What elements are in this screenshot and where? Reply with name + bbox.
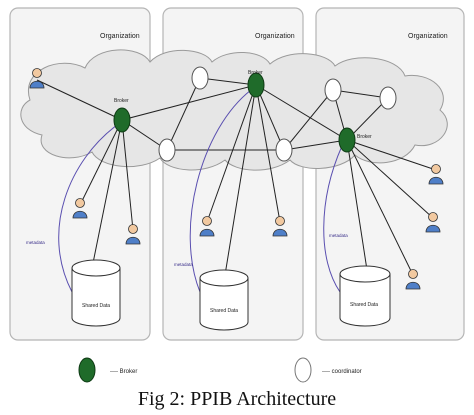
organization-title-3: Organization [408, 33, 448, 40]
coordinator-node [379, 86, 397, 110]
user-icon [425, 212, 441, 233]
figure-caption: Fig 2: PPIB Architecture [137, 388, 337, 410]
user-icon [125, 224, 141, 245]
user-icon [72, 198, 88, 219]
broker-node-3 [338, 127, 356, 153]
shared-data-2: Shared Data [199, 269, 249, 331]
coordinator-node [191, 66, 209, 90]
legend-broker-symbol [78, 357, 96, 383]
shared-data-3: Shared Data [339, 265, 391, 327]
coordinator-node [275, 138, 293, 162]
legend-coordinator-symbol [294, 357, 312, 383]
user-icon [272, 216, 288, 237]
ppib-architecture-diagram: Organization Organization Organization [9, 7, 465, 383]
database-label-2: Shared Data [210, 308, 238, 314]
metadata-links [58, 89, 343, 293]
database-label-3: Shared Data [350, 302, 378, 308]
organization-title-1: Organization [100, 33, 140, 40]
user-icon [428, 164, 444, 185]
legend-broker-label: ---- Broker [110, 369, 137, 375]
user-icon [29, 68, 45, 89]
organization-title-2: Organization [255, 33, 295, 40]
broker-node-1 [113, 107, 131, 133]
metadata-label-1: metadata [26, 240, 45, 245]
broker-label-3: Broker [357, 134, 372, 140]
user-icon [199, 216, 215, 237]
shared-data-1: Shared Data [71, 259, 121, 327]
broker-label-1: Broker [114, 98, 129, 104]
database-label-1: Shared Data [82, 303, 110, 309]
user-icons [29, 68, 444, 290]
legend: ---- Broker ---- coordinator [78, 357, 362, 383]
coordinator-node [324, 78, 342, 102]
broker-node-2 [247, 72, 265, 98]
coordinator-node [158, 138, 176, 162]
broker-label-2: Broker [248, 70, 263, 76]
user-icon [405, 269, 421, 290]
brokers [113, 72, 356, 153]
legend-coordinator-label: ---- coordinator [322, 369, 362, 375]
coordinators [158, 66, 397, 162]
metadata-label-2: metadata [174, 262, 193, 267]
metadata-label-3: metadata [329, 233, 348, 238]
